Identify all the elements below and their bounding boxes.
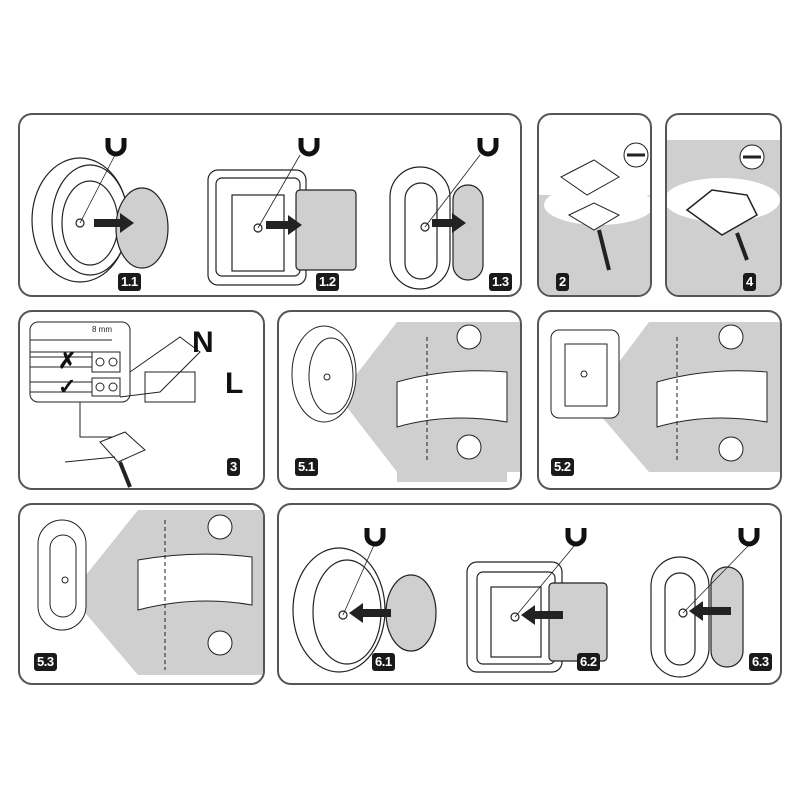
panel-step-4: 4: [665, 113, 782, 297]
attach-cover-illustrations: [292, 528, 760, 678]
step-label-4: 4: [743, 273, 756, 291]
step-label-1-1: 1.1: [118, 273, 141, 291]
panel-step-3: 8 mm ✗ ✓ N L 3: [18, 310, 265, 490]
magnet-icon: [105, 138, 499, 157]
mount-oval-illustration: [37, 510, 263, 675]
step-label-6-3: 6.3: [749, 653, 772, 671]
step-label-1-3: 1.3: [489, 273, 512, 291]
panel-step-1: 1.1 1.2 1.3: [18, 113, 522, 297]
step-label-2: 2: [556, 273, 569, 291]
panel-step-5-3: 5.3: [18, 503, 265, 685]
step-label-6-2: 6.2: [577, 653, 600, 671]
magnet-icon: [364, 528, 760, 547]
correct-mark-icon: ✓: [58, 374, 77, 399]
mount-round-illustration: [291, 322, 520, 482]
panel-step-6: 6.1 6.2 6.3: [277, 503, 782, 685]
live-label: L: [225, 367, 244, 400]
strip-length-label: 8 mm: [92, 325, 112, 334]
step-label-5-3: 5.3: [34, 653, 57, 671]
panel-step-2: 2: [537, 113, 652, 297]
panel-step-5-2: 5.2: [537, 310, 782, 490]
step-label-5-1: 5.1: [295, 458, 318, 476]
wrong-mark-icon: ✗: [58, 348, 77, 373]
neutral-label: N: [192, 326, 214, 359]
step-label-6-1: 6.1: [372, 653, 395, 671]
arrow-icon: [94, 213, 466, 235]
panel-step-5-1: 5.1: [277, 310, 522, 490]
close-junction-illustration: [667, 140, 780, 295]
wiring-illustration: [29, 321, 201, 488]
open-junction-illustration: [539, 142, 650, 295]
step-label-1-2: 1.2: [316, 273, 339, 291]
remove-cover-illustrations: [31, 138, 499, 290]
step-label-5-2: 5.2: [551, 458, 574, 476]
step-label-3: 3: [227, 458, 240, 476]
mount-square-illustration: [550, 322, 780, 472]
arrow-icon: [349, 601, 731, 625]
